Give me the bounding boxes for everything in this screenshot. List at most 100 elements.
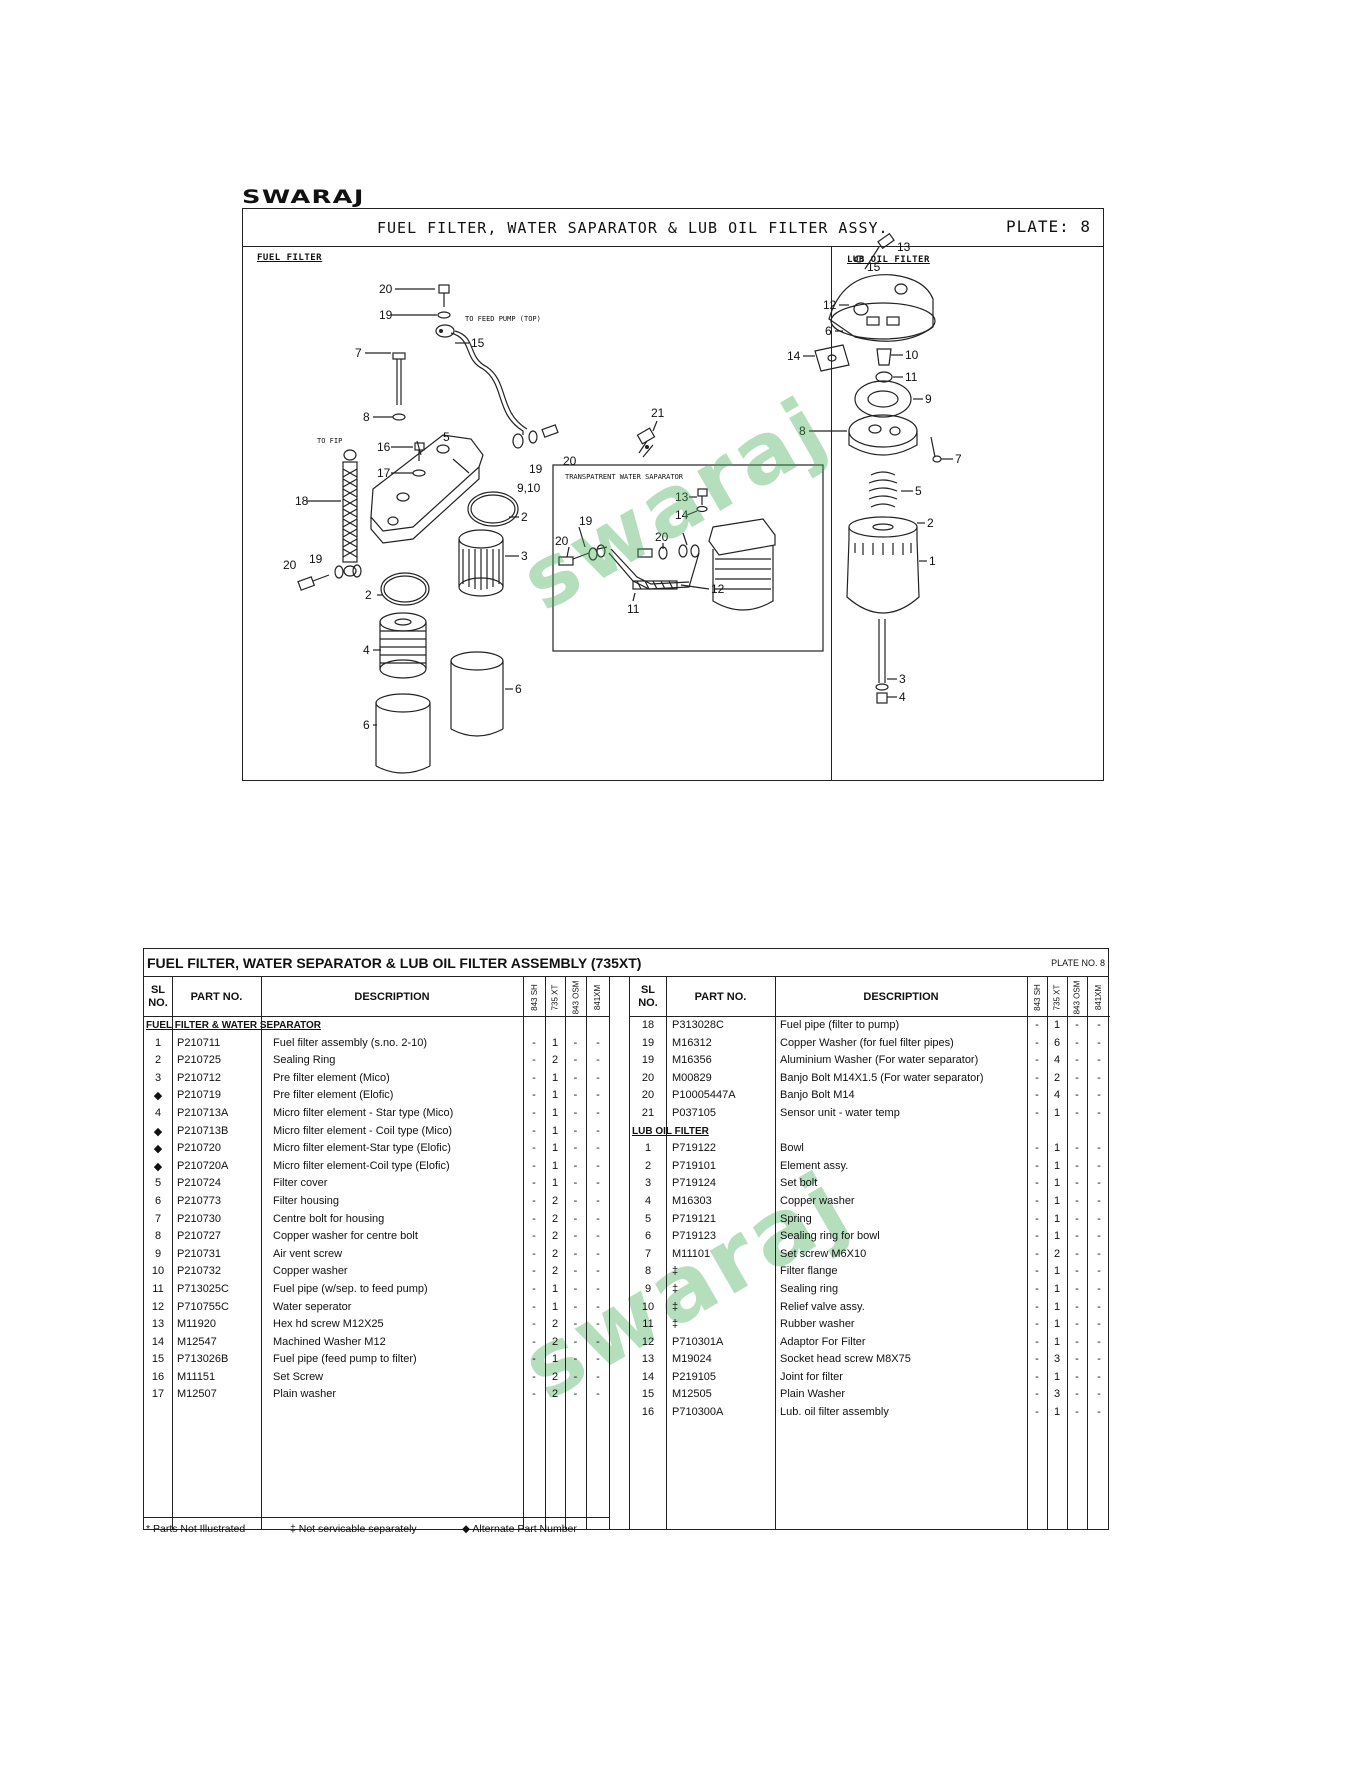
- quantity-cell: -: [1097, 1036, 1101, 1049]
- quantity-cell: -: [596, 1106, 600, 1119]
- quantity-cell: -: [1075, 1230, 1079, 1243]
- section-row: LUB OIL FILTER: [630, 1123, 1110, 1141]
- quantity-cell: 1: [551, 1353, 559, 1366]
- callout: 6: [825, 324, 832, 338]
- callout: 20: [563, 454, 577, 468]
- quantity-cell: -: [1035, 1212, 1039, 1225]
- description-cell: Fuel pipe (w/sep. to feed pump): [273, 1282, 428, 1295]
- quantity-cell: -: [596, 1318, 600, 1331]
- quantity-cell: 1: [1053, 1177, 1061, 1190]
- callout: 15: [867, 260, 881, 274]
- quantity-cell: -: [532, 1353, 536, 1366]
- sl-cell: 15: [641, 1388, 655, 1401]
- part-number-cell: P210713A: [177, 1106, 229, 1119]
- quantity-cell: -: [1075, 1282, 1079, 1295]
- quantity-cell: -: [1035, 1247, 1039, 1260]
- quantity-cell: -: [573, 1071, 578, 1084]
- header-model: 735 XT: [1052, 984, 1062, 1010]
- description-cell: Fuel pipe (filter to pump): [780, 1019, 900, 1031]
- sl-cell: 3: [644, 1177, 652, 1190]
- exploded-diagram: 20 19 15 7 8 16 17 18 5 19 20 9,10 2 3 2…: [283, 232, 962, 774]
- quantity-cell: -: [532, 1106, 536, 1119]
- quantity-cell: -: [573, 1230, 578, 1243]
- description-cell: Copper Washer (for fuel filter pipes): [780, 1036, 954, 1049]
- quantity-cell: -: [1075, 1019, 1079, 1031]
- callout: 3: [899, 672, 906, 686]
- column-divider: [609, 977, 610, 1530]
- sl-cell: 9: [154, 1247, 162, 1260]
- part-number-cell: M11151: [177, 1370, 216, 1383]
- part-number-cell: ‡: [672, 1265, 679, 1278]
- quantity-cell: 2: [551, 1335, 559, 1348]
- quantity-cell: 3: [1053, 1388, 1061, 1401]
- description-cell: Set Screw: [273, 1370, 324, 1383]
- quantity-cell: -: [532, 1370, 536, 1383]
- description-cell: Plain Washer: [780, 1388, 846, 1401]
- callout: 20: [379, 282, 393, 296]
- quantity-cell: -: [573, 1194, 578, 1207]
- callout: 11: [627, 602, 640, 616]
- quantity-cell: -: [1075, 1142, 1079, 1155]
- description-cell: Fuel filter assembly (s.no. 2-10): [273, 1036, 428, 1049]
- description-cell: Copper washer: [273, 1265, 348, 1278]
- quantity-cell: 1: [551, 1106, 559, 1119]
- quantity-cell: -: [1035, 1089, 1039, 1102]
- part-number-cell: P210713B: [177, 1124, 229, 1137]
- quantity-cell: -: [1035, 1054, 1039, 1067]
- quantity-cell: 1: [1053, 1335, 1061, 1348]
- sl-cell: 5: [644, 1212, 652, 1225]
- quantity-cell: 1: [551, 1300, 559, 1313]
- inset-label: TRANSPATRENT WATER SAPARATOR: [565, 473, 684, 481]
- quantity-cell: -: [532, 1335, 536, 1348]
- footnote-alternate: ◆ Alternate Part Number: [462, 1523, 577, 1535]
- quantity-cell: -: [1097, 1230, 1101, 1243]
- part-number-cell: P210730: [177, 1212, 222, 1225]
- section-heading: LUB OIL FILTER: [632, 1125, 709, 1137]
- sl-cell: 20: [641, 1089, 655, 1102]
- part-number-cell: P313028C: [672, 1019, 724, 1031]
- part-number-cell: P210773: [177, 1194, 222, 1207]
- quantity-cell: 1: [1053, 1142, 1061, 1155]
- quantity-cell: -: [532, 1177, 536, 1190]
- quantity-cell: 2: [551, 1247, 559, 1260]
- description-cell: Water seperator: [273, 1300, 352, 1313]
- quantity-cell: 1: [1053, 1370, 1061, 1383]
- sl-cell: 10: [151, 1265, 165, 1278]
- quantity-cell: 1: [1053, 1212, 1061, 1225]
- part-number-cell: P210720: [177, 1142, 222, 1155]
- quantity-cell: 1: [1053, 1318, 1061, 1331]
- callout: 16: [377, 440, 391, 454]
- sl-cell: 8: [154, 1230, 162, 1243]
- quantity-cell: -: [1035, 1159, 1039, 1172]
- quantity-cell: -: [573, 1247, 578, 1260]
- callout: 10: [905, 348, 919, 362]
- quantity-cell: 4: [1053, 1089, 1061, 1102]
- description-cell: Sealing ring for bowl: [780, 1230, 880, 1243]
- description-cell: Lub. oil filter assembly: [780, 1406, 889, 1419]
- quantity-cell: -: [1035, 1318, 1039, 1331]
- quantity-cell: -: [1075, 1388, 1079, 1401]
- callout: 21: [651, 406, 665, 420]
- callout: 20: [555, 534, 569, 548]
- quantity-cell: -: [1097, 1194, 1101, 1207]
- plate-title: FUEL FILTER, WATER SAPARATOR & LUB OIL F…: [377, 219, 889, 237]
- part-number-cell: M11920: [177, 1318, 216, 1331]
- header-description: DESCRIPTION: [863, 990, 939, 1003]
- parts-plate: FUEL FILTER, WATER SAPARATOR & LUB OIL F…: [242, 208, 1104, 781]
- callout: 8: [363, 410, 370, 424]
- quantity-cell: -: [532, 1318, 536, 1331]
